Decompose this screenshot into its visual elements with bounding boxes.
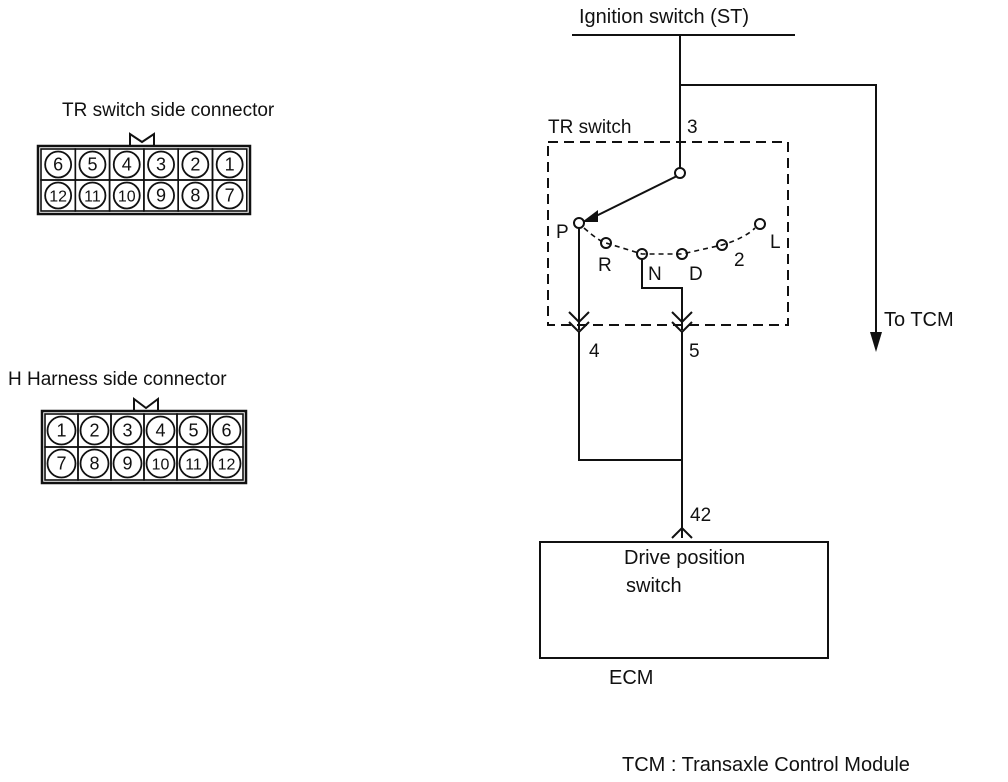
tr-connector-pin-number: 7 xyxy=(225,186,235,206)
tr-switch-label: TR switch xyxy=(548,117,632,138)
h-connector-pin-number: 12 xyxy=(218,457,236,474)
h-connector-pin-number: 9 xyxy=(122,454,132,474)
tr-connector-cell xyxy=(211,179,248,212)
h-connector-pin-circle xyxy=(178,448,209,479)
tr-connector-pin-number: 11 xyxy=(84,189,101,206)
common-contact xyxy=(674,167,686,179)
ecm-box-text-line1: Drive position xyxy=(624,547,746,569)
h-connector-pin-number: 5 xyxy=(188,421,198,441)
h-connector-pin-circle xyxy=(145,448,176,479)
chevron-pin4-a xyxy=(568,311,590,324)
contact-p xyxy=(573,217,585,229)
pin-3-label: 3 xyxy=(687,117,698,138)
h-connector-pin-number: 4 xyxy=(155,421,165,441)
tr-connector-pin-number: 4 xyxy=(122,155,132,175)
contact-r xyxy=(600,237,612,249)
chevron-pin5-a xyxy=(671,311,693,324)
h-connector-pin-circle xyxy=(145,415,176,446)
h-connector-pin-number: 1 xyxy=(56,421,66,441)
pin-42-label: 42 xyxy=(690,505,712,526)
ignition-switch-label: Ignition switch (ST) xyxy=(579,6,750,28)
to-tcm-label: To TCM xyxy=(884,309,954,331)
h-connector-pin-number: 8 xyxy=(89,454,99,474)
tr-connector-pin-number: 9 xyxy=(156,186,166,206)
tr-connector-pin-circle xyxy=(215,150,244,179)
tr-connector-pin-circle xyxy=(44,181,73,210)
h-connector-pin-number: 2 xyxy=(89,421,99,441)
tr-connector-pin-number: 6 xyxy=(53,155,63,175)
contact-l xyxy=(754,218,766,230)
tr-connector-pin-circle xyxy=(78,150,107,179)
tr-connector-pin-number: 5 xyxy=(87,155,97,175)
footnote: TCM : Transaxle Control Module xyxy=(622,754,910,776)
h-connector-cell xyxy=(209,446,244,481)
h-connector-pin-number: 6 xyxy=(221,421,231,441)
h-connector-pin-circle xyxy=(112,415,143,446)
tr-connector-pin-number: 3 xyxy=(156,155,166,175)
position-label-2: 2 xyxy=(734,250,745,271)
ecm-box-text-line2: switch xyxy=(626,575,682,597)
tr-connector-pin-number: 2 xyxy=(190,155,200,175)
h-connector-pin-circle xyxy=(112,448,143,479)
wiper-arrowhead xyxy=(582,210,598,222)
position-label-n: N xyxy=(648,264,662,285)
tr-connector-pin-number: 10 xyxy=(118,189,136,206)
h-connector-pin-circle xyxy=(178,415,209,446)
position-label-p: P xyxy=(556,222,569,243)
position-label-r: R xyxy=(598,255,612,276)
tr-connector-pin-number: 8 xyxy=(190,186,200,206)
tr-connector-pin-circle xyxy=(78,181,107,210)
tr-connector-title: TR switch side connector xyxy=(62,100,275,121)
tr-connector-pin-circle xyxy=(181,150,210,179)
ecm-label: ECM xyxy=(609,667,654,689)
tr-connector-pin-circle xyxy=(147,150,175,179)
wire-pin4-down xyxy=(578,332,682,461)
tr-connector-pin-circle xyxy=(147,181,175,210)
ecm-box xyxy=(539,541,829,659)
tr-connector-pin-circle xyxy=(215,181,244,210)
h-connector-pin-circle xyxy=(79,448,110,479)
tr-connector-pin-circle xyxy=(112,181,141,210)
h-connector-pin-circle xyxy=(46,448,77,479)
wire-to-tcm xyxy=(680,84,877,335)
pin-5-label: 5 xyxy=(689,341,700,362)
pin-4-label: 4 xyxy=(589,341,600,362)
h-connector-pin-number: 10 xyxy=(152,457,170,474)
tr-connector-pin-number: 12 xyxy=(49,189,67,206)
h-connector-pin-circle xyxy=(46,415,77,446)
tr-connector-pin-circle xyxy=(112,150,141,179)
h-connector-pin-number: 7 xyxy=(56,454,66,474)
wire-n xyxy=(641,259,683,330)
h-connector-pin-circle xyxy=(211,415,242,446)
h-connector-pin-number: 3 xyxy=(122,421,132,441)
tr-connector-pin-circle xyxy=(44,150,73,179)
contact-arc xyxy=(583,227,756,255)
tr-connector-pin-circle xyxy=(181,181,210,210)
position-label-l: L xyxy=(770,232,781,253)
h-connector-pin-circle xyxy=(79,415,110,446)
h-connector-pin-circle xyxy=(211,448,242,479)
h-connector-pin-number: 11 xyxy=(185,457,202,474)
tr-switch-enclosure xyxy=(547,141,789,326)
tr-connector-pin-number: 1 xyxy=(225,155,235,175)
chevron-pin42 xyxy=(671,526,693,539)
wiper-arm xyxy=(591,175,678,219)
position-label-d: D xyxy=(689,264,703,285)
to-tcm-arrow xyxy=(870,332,882,352)
h-connector-title: H Harness side connector xyxy=(8,369,227,390)
